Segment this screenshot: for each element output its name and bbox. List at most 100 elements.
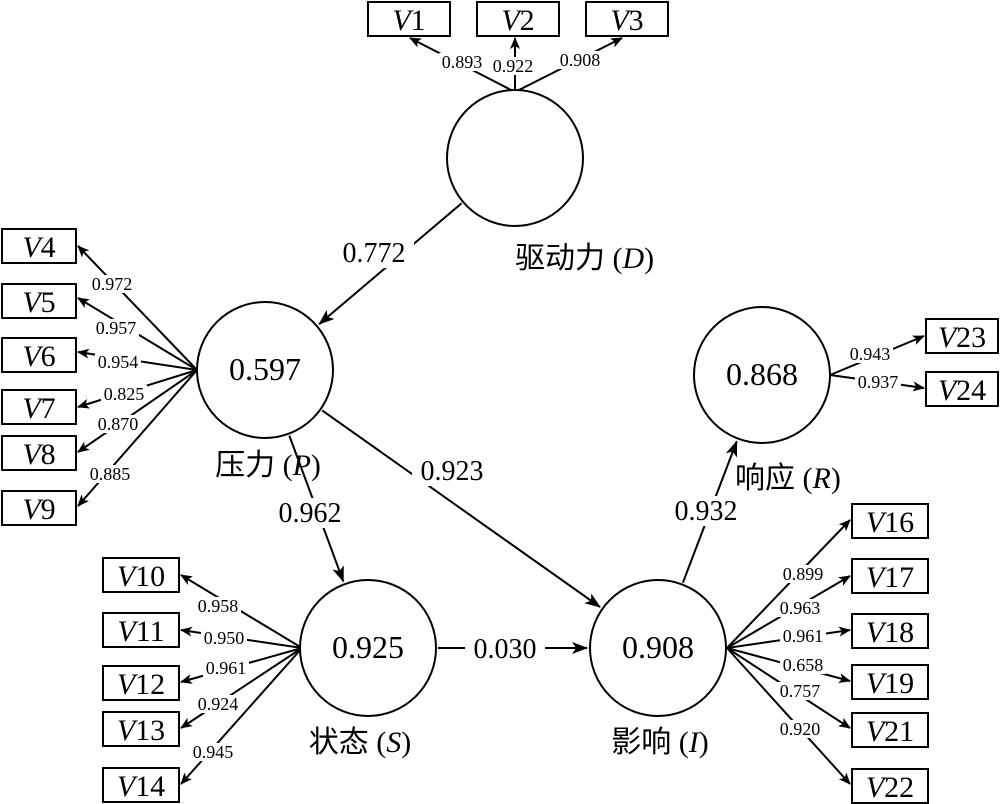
indicator-number: 2 [520,4,535,37]
indicator-label: V6 [22,340,55,373]
loading-value: 0.950 [204,628,245,648]
r-squared-value: 0.597 [229,351,301,387]
loading-value: 0.893 [442,52,483,72]
loading-value: 0.954 [98,352,139,372]
indicator-box-v23 [925,318,999,354]
indicator-letter: V [938,374,960,407]
indicator-letter: V [117,668,139,701]
path-coef-bg [334,238,414,268]
indicator-letter: V [22,392,44,425]
r-squared-value: 0.908 [622,629,694,665]
indicator-label: V13 [117,714,165,747]
indicator-label: V17 [866,561,914,594]
construct-label-r: 响应 (R) [735,461,841,496]
indicator-box-v10 [102,557,180,593]
indicator-number: 13 [135,714,165,747]
loading-label-bg [95,415,141,433]
loading-value: 0.658 [783,655,824,675]
path-coef-bg [666,496,746,526]
indicator-box-v13 [102,711,180,747]
loading-label-bg [777,720,823,738]
path-coef-bg [270,498,350,528]
indicator-box-v8 [1,435,77,471]
indicator-label: V9 [22,493,55,526]
indicator-number: 17 [884,561,914,594]
indicator-box-v16 [851,503,929,539]
construct-name-cn: 响应 [735,461,795,496]
loading-value: 0.963 [780,598,821,618]
loading-value: 0.945 [193,742,234,762]
indicator-number: 3 [629,4,644,37]
loading-label-bg [855,373,901,391]
indicator-box-v12 [102,665,180,701]
loading-label-bg [780,565,826,583]
loading-label-bg [490,57,536,75]
indicator-box-v17 [851,558,929,594]
loading-label-bg [203,659,249,677]
loading-label-bg [190,743,236,761]
construct-abbr: R [812,462,831,495]
indicator-number: 10 [135,560,165,593]
indicator-letter: V [392,4,414,37]
loading-value: 0.825 [104,384,145,404]
r-squared-value: 0.868 [726,356,798,392]
indicator-letter: V [22,438,44,471]
indicator-box-v11 [102,612,180,648]
loading-label-bg [87,465,133,483]
construct-abbr: D [622,242,645,275]
construct-abbr: P [292,449,311,482]
path-coefficient: 0.923 [421,456,484,487]
loading-arrow-v9 [77,369,198,507]
loading-arrow-v22 [726,647,851,785]
indicator-number: 18 [884,616,914,649]
paren-open: ( [795,462,813,495]
indicator-box-v18 [851,613,929,649]
loading-arrow-v13 [180,647,303,729]
loading-arrow-v16 [726,519,851,649]
paren-close: ) [401,726,411,759]
indicator-label: V12 [117,668,165,701]
indicator-label: V3 [610,4,643,37]
loading-value: 0.922 [493,56,534,76]
indicator-label: V7 [22,392,55,425]
loading-value: 0.870 [98,414,139,434]
paren-close: ) [311,449,321,482]
loading-label-bg [89,275,135,293]
loading-arrow-v4 [77,245,198,371]
indicator-box-v7 [1,389,77,425]
construct-circle-s [299,579,437,717]
loading-value: 0.924 [198,694,239,714]
loading-value: 0.972 [92,274,133,294]
indicator-box-v4 [1,228,77,264]
loading-value: 0.899 [783,564,824,584]
indicator-number: 14 [135,770,165,803]
indicator-letter: V [938,321,960,354]
construct-label-s: 状态 (S) [309,725,412,760]
indicator-letter: V [866,771,888,804]
indicator-letter: V [866,506,888,539]
paren-open: ( [605,242,623,275]
path-coefficient: 0.030 [474,634,537,665]
indicator-letter: V [22,286,44,319]
loading-value: 0.885 [90,464,131,484]
indicator-box-v5 [1,283,77,319]
construct-circle-d [446,89,584,227]
path-coefficient: 0.962 [279,498,342,529]
indicator-number: 9 [41,493,56,526]
indicator-box-v3 [585,1,669,37]
indicator-box-v21 [851,712,929,748]
paren-open: ( [671,726,689,759]
indicator-label: V18 [866,616,914,649]
loading-label-bg [101,385,147,403]
paren-open: ( [369,726,387,759]
indicator-letter: V [22,340,44,373]
loading-value: 0.961 [783,626,824,646]
paren-open: ( [275,449,293,482]
construct-name-cn: 压力 [215,448,275,483]
loading-label-bg [780,627,826,645]
loading-value: 0.961 [206,658,247,678]
indicator-label: V21 [866,715,914,748]
loading-arrow-v14 [180,647,303,785]
path-coef-bg [412,456,492,486]
